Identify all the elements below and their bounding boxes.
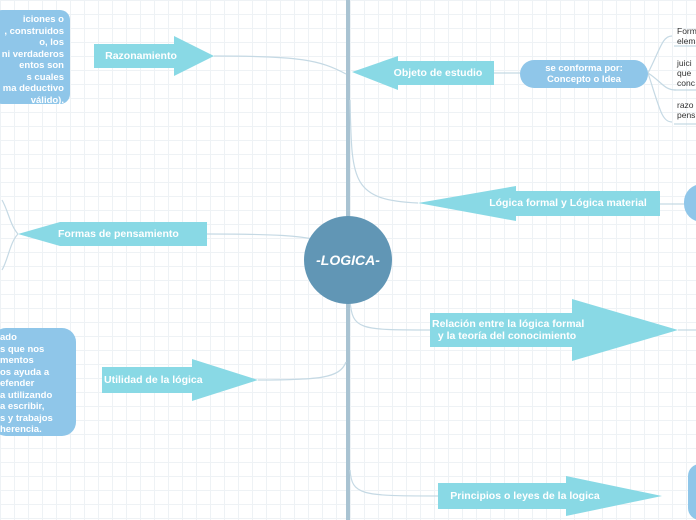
principios-topic[interactable]: Principios o leyes de la logica — [440, 490, 610, 502]
razonamiento-note-line: ni verdaderos — [1, 48, 64, 60]
utilidad-note: ado s que nos mentos os ayuda a efender … — [0, 328, 76, 436]
utilidad-note-line: s que nos — [0, 343, 45, 355]
central-topic[interactable]: -LOGICA- — [304, 216, 392, 304]
relacion-arrow-shape — [430, 299, 678, 361]
relacion-topic[interactable]: Relación entre la lógica formal y la teo… — [432, 318, 585, 342]
logica-fm-label: Lógica formal y Lógica material — [489, 197, 647, 209]
utilidad-note-line: herencia. — [0, 424, 42, 435]
utilidad-note-line: s y trabajos — [0, 412, 53, 424]
concepto-idea-line: se conforma por: — [545, 63, 623, 74]
objeto-topic[interactable]: Objeto de estudio — [386, 67, 490, 79]
concepto-idea-pill[interactable]: se conforma por: Concepto o Idea — [520, 60, 648, 88]
principios-child-blob — [688, 464, 696, 520]
sub-item-line: elem — [677, 36, 696, 46]
formas-arrow-shape — [18, 222, 207, 246]
razonamiento-note: iciones o , construidos o, los ni verdad… — [0, 10, 70, 104]
utilidad-note-line: a escribir, — [0, 401, 45, 412]
razonamiento-note-line: s cuales — [26, 71, 65, 83]
logica-fm-topic[interactable]: Lógica formal y Lógica material — [478, 197, 658, 209]
sub-item-line: que — [677, 68, 692, 78]
sub-item-razonamiento[interactable]: razo pens — [677, 100, 695, 120]
sub-item-line: razo — [677, 100, 694, 110]
sub-item-line: juici — [677, 58, 692, 68]
logica-fm-child-blob — [684, 184, 696, 222]
razonamiento-note-line: , construidos — [4, 25, 64, 37]
principios-arrow-shape — [438, 476, 662, 516]
sub-item-line: conc — [677, 78, 695, 88]
logica-fm-arrow-shape — [418, 186, 660, 221]
utilidad-topic[interactable]: Utilidad de la lógica — [104, 374, 203, 386]
sub-item-line: pens — [677, 110, 696, 120]
utilidad-note-line: efender — [0, 378, 35, 389]
utilidad-note-line: mentos — [0, 355, 34, 366]
razonamiento-label: Razonamiento — [105, 50, 177, 62]
razonamiento-arrow-shape — [94, 36, 214, 76]
sub-item-form[interactable]: Form elem — [677, 26, 696, 46]
razonamiento-note-line: entos son — [19, 60, 64, 71]
relacion-line: y la teoría del conocimiento — [437, 330, 577, 342]
objeto-arrow-shape — [352, 56, 494, 90]
sub-item-juicio[interactable]: juici que conc — [677, 58, 695, 88]
razonamiento-note-line: iciones o — [22, 14, 64, 25]
utilidad-note-line: a utilizando — [0, 389, 53, 401]
razonamiento-note-line: válido). — [30, 94, 64, 105]
relacion-line: Relación entre la lógica formal — [432, 318, 585, 330]
principios-label: Principios o leyes de la logica — [450, 490, 600, 502]
concepto-idea-line: Concepto o Idea — [547, 74, 621, 85]
central-topic-label: -LOGICA- — [316, 252, 380, 268]
razonamiento-note-line: o, los — [39, 37, 64, 48]
utilidad-arrow-shape — [102, 359, 258, 401]
utilidad-label: Utilidad de la lógica — [104, 374, 203, 386]
objeto-label: Objeto de estudio — [393, 67, 483, 79]
sub-item-line: Form — [677, 26, 696, 36]
utilidad-note-line: ado — [0, 332, 17, 343]
razonamiento-topic[interactable]: Razonamiento — [96, 50, 186, 62]
formas-label: Formas de pensamiento — [58, 228, 179, 240]
utilidad-note-line: os ayuda a — [0, 366, 50, 378]
formas-topic[interactable]: Formas de pensamiento — [58, 228, 179, 240]
razonamiento-note-line: ma deductivo — [2, 83, 64, 94]
